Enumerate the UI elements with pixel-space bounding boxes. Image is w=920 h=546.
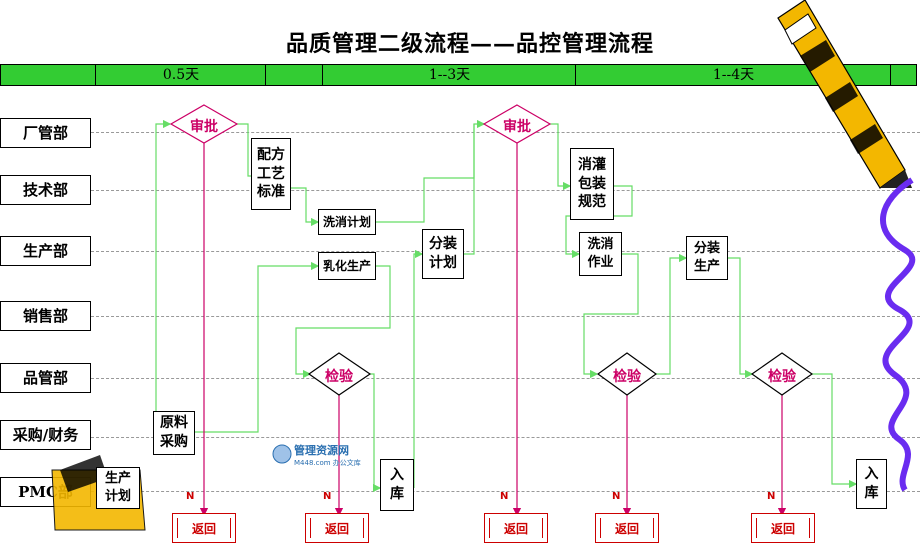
approve-diamond-2	[482, 104, 552, 144]
return-box-5: 返回	[751, 513, 815, 543]
n-mark: N	[186, 491, 195, 502]
inspect-diamond-2	[596, 352, 658, 396]
approve-diamond-1	[169, 104, 239, 144]
milk-production-box: 乳化生产	[318, 252, 376, 280]
formula-process-box: 配方 工艺 标准	[251, 138, 291, 210]
watermark-name: 管理资源网	[294, 444, 349, 457]
dept-technology: 技术部	[0, 175, 91, 205]
lane-divider	[91, 251, 920, 252]
return-box-1: 返回	[172, 513, 236, 543]
lane-divider	[91, 190, 920, 191]
return-box-4: 返回	[595, 513, 659, 543]
production-plan-box: 生产 计划	[96, 467, 140, 509]
dept-production: 生产部	[0, 236, 91, 266]
wash-plan-box: 洗消计划	[318, 209, 376, 235]
inspect-label-3: 检验	[768, 369, 796, 385]
return-box-3: 返回	[484, 513, 548, 543]
approve-label-2: 审批	[503, 119, 531, 135]
lane-divider	[91, 378, 920, 379]
lane-divider	[91, 491, 920, 492]
n-mark: N	[612, 491, 621, 502]
inspect-label-1: 检验	[325, 369, 353, 385]
inspect-diamond-3	[750, 352, 814, 396]
storage-box-1: 入 库	[380, 459, 414, 511]
timeline-label: 1--3天	[428, 67, 471, 83]
pencil-decoration	[777, 0, 912, 189]
return-box-2: 返回	[305, 513, 369, 543]
pack-production-box: 分装 生产	[686, 236, 728, 280]
purple-scribble	[880, 177, 916, 492]
dept-sales: 销售部	[0, 301, 91, 331]
dept-purchase-finance: 采购/财务	[0, 420, 91, 450]
page-title: 品质管理二级流程——品控管理流程	[285, 31, 654, 57]
wash-spec-box: 消灌 包装 规范	[570, 148, 614, 220]
inspect-label-2: 检验	[613, 369, 641, 385]
dept-factory-mgmt: 厂管部	[0, 118, 91, 148]
material-purchase-box: 原料 采购	[153, 411, 195, 455]
n-mark: N	[323, 491, 332, 502]
storage-box-2: 入 库	[856, 459, 887, 509]
timeline-label: 1--4天	[712, 67, 755, 83]
lane-divider	[91, 437, 920, 438]
n-mark: N	[500, 491, 509, 502]
watermark: 管理资源网 M448.com 办公文库	[272, 440, 372, 474]
dept-quality: 品管部	[0, 363, 91, 393]
lane-divider	[91, 316, 920, 317]
timeline-segment	[890, 64, 917, 86]
watermark-globe-icon	[272, 444, 292, 464]
wash-operation-box: 洗消 作业	[579, 232, 622, 276]
watermark-sub: M448.com 办公文库	[294, 459, 361, 467]
n-mark: N	[767, 491, 776, 502]
approve-label-1: 审批	[190, 119, 218, 135]
inspect-diamond-1	[307, 352, 372, 396]
timeline-label: 0.5天	[162, 67, 200, 83]
pack-plan-box: 分装 计划	[422, 229, 464, 279]
